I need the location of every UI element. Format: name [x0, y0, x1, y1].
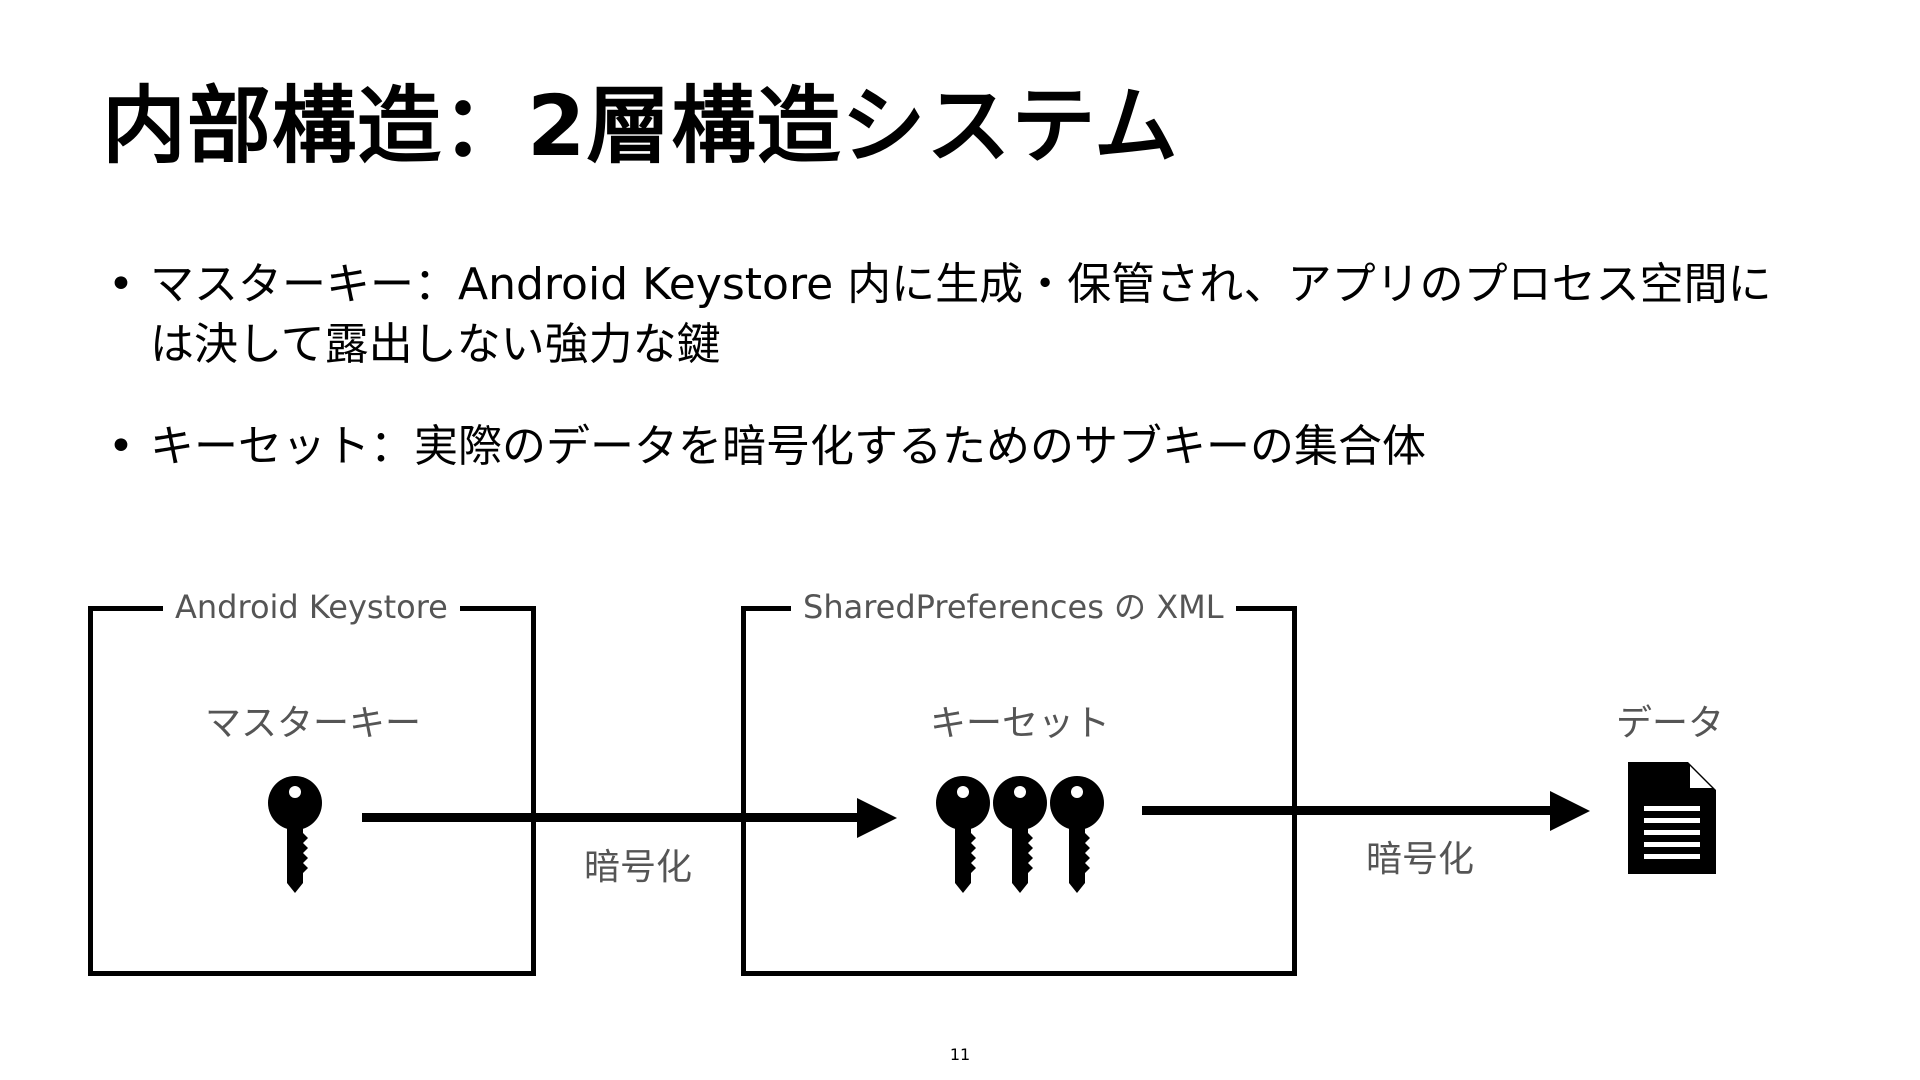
slide-title: 内部構造：2層構造システム [102, 77, 1179, 175]
data-label: データ [1616, 703, 1725, 744]
bullet-marker: • [108, 421, 134, 472]
bullet-text: マスターキー：Android Keystore 内に生成・保管され、アプリのプロ… [150, 259, 1772, 370]
arrow-encrypt-2 [1142, 791, 1590, 831]
bullet-text: キーセット：実際のデータを暗号化するためのサブキーの集合体 [150, 421, 1426, 472]
bullet-marker: • [108, 259, 134, 310]
keystore-box: Android Keystore [88, 589, 536, 976]
bullet-item-master-key: • マスターキー：Android Keystore 内に生成・保管され、アプリの… [102, 255, 1802, 375]
keystore-box-label: Android Keystore [163, 589, 460, 625]
key-icon [1050, 776, 1104, 893]
arrow-label-encrypt-1: 暗号化 [584, 847, 693, 888]
xml-box-label: SharedPreferences の XML [791, 589, 1236, 625]
document-icon [1628, 762, 1716, 874]
arrow-label-encrypt-2: 暗号化 [1366, 839, 1475, 880]
key-icon [268, 776, 322, 893]
bullet-item-keyset: • キーセット：実際のデータを暗号化するためのサブキーの集合体 [102, 417, 1802, 477]
master-key-label: マスターキー [205, 703, 422, 744]
key-icon [993, 776, 1047, 893]
arrow-encrypt-1 [362, 798, 897, 838]
page-number: 11 [949, 1045, 971, 1064]
bullet-list: • マスターキー：Android Keystore 内に生成・保管され、アプリの… [102, 255, 1802, 519]
xml-box: SharedPreferences の XML [741, 589, 1297, 976]
keyset-label: キーセット [930, 703, 1111, 744]
key-icon [936, 776, 990, 893]
